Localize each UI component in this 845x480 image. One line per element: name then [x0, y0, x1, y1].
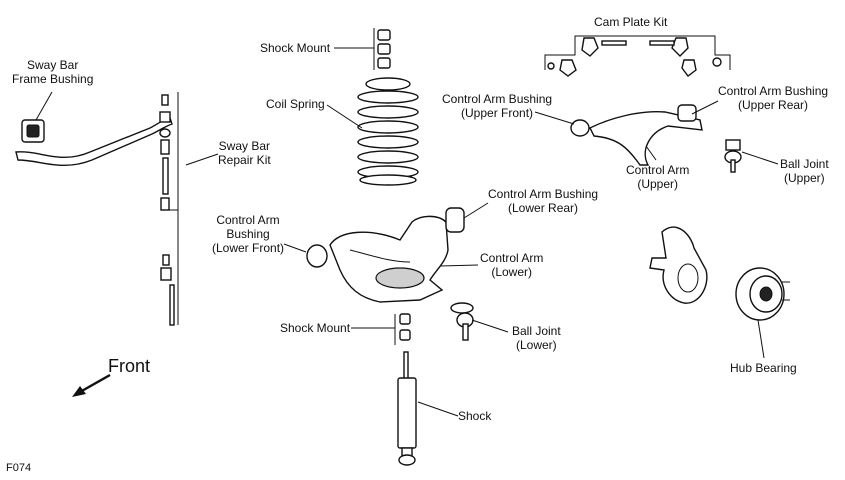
- label-control-arm-bushing-upper-rear: Control Arm Bushing (Upper Rear): [718, 84, 829, 112]
- steering-knuckle: [649, 226, 708, 304]
- label-sway-bar-frame-bushing: Sway Bar Frame Bushing: [12, 58, 94, 86]
- label-control-arm-upper: Control Arm (Upper): [626, 163, 690, 191]
- ball-joint-upper-part: [724, 139, 742, 173]
- label-sway-bar-repair-kit: Sway Bar Repair Kit: [218, 139, 271, 167]
- label-control-arm-bushing-upper-front: Control Arm Bushing (Upper Front): [442, 92, 553, 120]
- shock-part: [397, 351, 417, 466]
- label-control-arm-bushing-lower-rear: Control Arm Bushing (Lower Rear): [488, 187, 599, 215]
- front-indicator-label: Front: [108, 356, 151, 376]
- label-control-arm-bushing-lower-front: Control Arm Bushing (Lower Front): [212, 213, 285, 255]
- sway-bar: [15, 117, 173, 167]
- label-shock-mount-upper: Shock Mount: [260, 41, 331, 55]
- cam-plate-kit-part: [544, 35, 731, 77]
- label-ball-joint-upper: Ball Joint (Upper): [780, 157, 829, 185]
- label-shock-mount-lower: Shock Mount: [280, 321, 351, 335]
- shock-mount-upper-part: [373, 28, 391, 70]
- label-control-arm-lower: Control Arm (Lower): [480, 251, 544, 279]
- label-cam-plate-kit: Cam Plate Kit: [594, 15, 668, 29]
- shock-mount-lower-part: [394, 313, 411, 345]
- control-arm-lower-part: [306, 207, 465, 303]
- label-hub-bearing: Hub Bearing: [730, 361, 797, 375]
- label-coil-spring: Coil Spring: [266, 97, 325, 111]
- leader-lines: [35, 47, 779, 417]
- sway-bar-repair-kit: [159, 92, 179, 326]
- control-arm-upper-part: [570, 104, 703, 166]
- coil-spring-part: [357, 77, 419, 186]
- ball-joint-lower-part: [450, 302, 474, 341]
- diagram-code: F074: [6, 462, 32, 474]
- front-arrow-icon: [72, 373, 111, 397]
- label-shock: Shock: [458, 409, 492, 423]
- label-ball-joint-lower: Ball Joint (Lower): [512, 324, 561, 352]
- hub-bearing-part: [735, 267, 790, 321]
